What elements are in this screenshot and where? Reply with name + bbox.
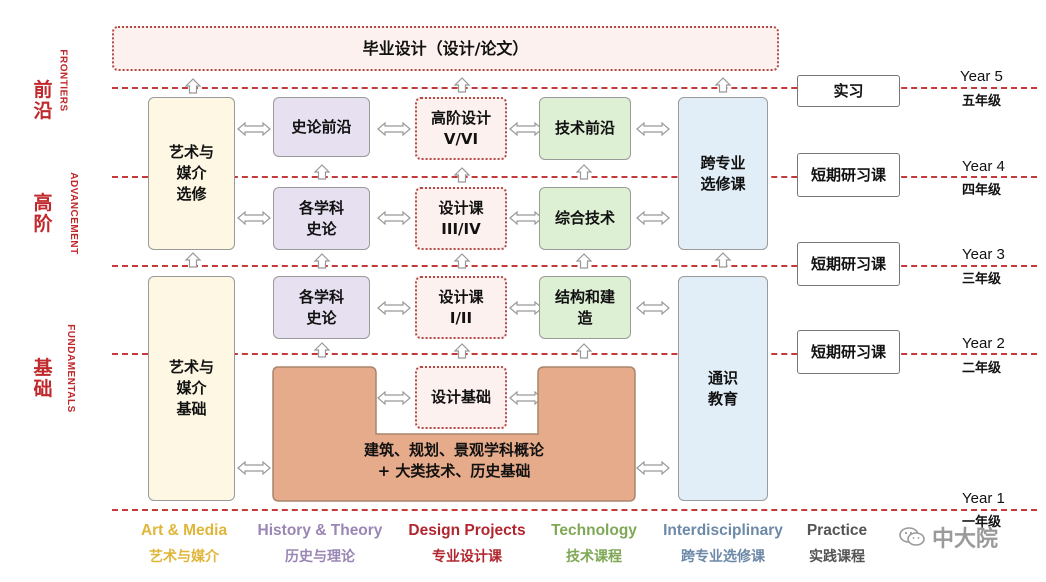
watermark: 中大院 xyxy=(898,524,999,552)
stage-fundamentals-cn: 基 础 xyxy=(33,357,53,400)
design-basics-box: 设计基础 xyxy=(415,366,507,429)
v-arrow xyxy=(576,164,592,180)
v-arrow xyxy=(715,77,731,93)
history-advancement-box: 各学科 史论 xyxy=(273,187,370,250)
h-arrow xyxy=(509,211,543,225)
h-arrow xyxy=(636,461,670,475)
design-advanced-box: 高阶设计 V/VI xyxy=(415,97,507,160)
foundation-intro-label: 建筑、规划、景观学科概论 + 大类技术、历史基础 xyxy=(363,441,544,480)
year-2-en: Year 2 xyxy=(962,335,1005,352)
interdisciplinary-elective-box: 跨专业 选修课 xyxy=(678,97,768,250)
h-arrow xyxy=(237,461,271,475)
legend-art-media-cn: 艺术与媒介 xyxy=(149,549,219,565)
h-arrow xyxy=(237,211,271,225)
year-1-cn: 一年级 xyxy=(962,515,1002,530)
year-5-line xyxy=(112,87,1037,89)
year-4-line xyxy=(112,176,1037,178)
art-media-elective-box: 艺术与 媒介 选修 xyxy=(148,97,235,250)
tech-integrated-box: 综合技术 xyxy=(539,187,631,250)
thesis-box: 毕业设计（设计/论文） xyxy=(112,26,779,71)
legend-interdisciplinary-cn: 跨专业选修课 xyxy=(681,549,765,565)
design-34-box: 设计课 III/IV xyxy=(415,187,507,250)
history-fundamentals-box: 各学科 史论 xyxy=(273,276,370,339)
year-4-cn: 四年级 xyxy=(962,183,1002,198)
short-course-y4-box: 短期研习课 xyxy=(797,153,900,197)
h-arrow xyxy=(377,301,411,315)
art-media-basic-box: 艺术与 媒介 基础 xyxy=(148,276,235,501)
year-3-line xyxy=(112,265,1037,267)
v-arrow xyxy=(715,252,731,268)
short-course-y3-box: 短期研习课 xyxy=(797,242,900,286)
year-5-en: Year 5 xyxy=(960,68,1003,85)
year-3-en: Year 3 xyxy=(962,246,1005,263)
h-arrow xyxy=(377,211,411,225)
v-arrow xyxy=(454,253,470,269)
tech-frontier-box: 技术前沿 xyxy=(539,97,631,160)
legend-history-cn: 历史与理论 xyxy=(285,549,355,565)
year-5-cn: 五年级 xyxy=(962,94,1002,109)
tech-structure-box: 结构和建 造 xyxy=(539,276,631,339)
v-arrow xyxy=(454,77,470,93)
h-arrow xyxy=(237,122,271,136)
year-1-line xyxy=(112,509,1037,511)
v-arrow xyxy=(576,343,592,359)
legend-practice-cn: 实践课程 xyxy=(809,549,865,565)
watermark-text: 中大院 xyxy=(932,527,999,552)
general-education-box: 通识 教育 xyxy=(678,276,768,501)
v-arrow xyxy=(185,78,201,94)
year-4-en: Year 4 xyxy=(962,158,1005,175)
legend-technology-cn: 技术课程 xyxy=(566,549,622,565)
h-arrow xyxy=(377,122,411,136)
wechat-icon xyxy=(899,527,925,546)
legend-design-en: Design Projects xyxy=(408,522,526,539)
short-course-y2-box: 短期研习课 xyxy=(797,330,900,374)
year-3-cn: 三年级 xyxy=(962,272,1002,287)
v-arrow xyxy=(454,167,470,183)
internship-box: 实习 xyxy=(797,75,900,107)
h-arrow xyxy=(636,301,670,315)
stage-advancement-cn: 高 阶 xyxy=(33,192,53,235)
stage-frontiers-cn: 前 沿 xyxy=(33,79,53,122)
legend-history-en: History & Theory xyxy=(257,522,383,539)
year-1-en: Year 1 xyxy=(962,490,1005,507)
year-2-cn: 二年级 xyxy=(962,361,1002,376)
legend-practice-en: Practice xyxy=(806,522,868,539)
v-arrow xyxy=(454,343,470,359)
h-arrow xyxy=(636,211,670,225)
legend-interdisciplinary-en: Interdisciplinary xyxy=(663,522,783,539)
v-arrow xyxy=(314,342,330,358)
v-arrow xyxy=(314,164,330,180)
year-2-line xyxy=(112,353,1037,355)
h-arrow xyxy=(509,301,543,315)
v-arrow xyxy=(576,253,592,269)
h-arrow xyxy=(636,122,670,136)
legend-design-cn: 专业设计课 xyxy=(432,549,502,565)
v-arrow xyxy=(314,253,330,269)
v-arrow xyxy=(185,252,201,268)
h-arrow xyxy=(509,122,543,136)
foundation-intro-shape xyxy=(272,366,636,502)
legend-art-media-en: Art & Media xyxy=(140,522,228,539)
legend-technology-en: Technology xyxy=(551,522,637,539)
design-12-box: 设计课 I/II xyxy=(415,276,507,339)
history-frontier-box: 史论前沿 xyxy=(273,97,370,157)
